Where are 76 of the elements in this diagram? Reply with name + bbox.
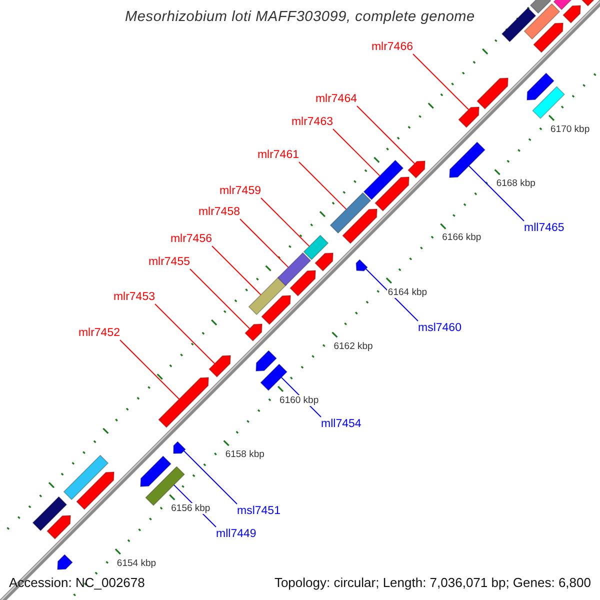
gene-block — [76, 472, 114, 510]
gene-box — [63, 454, 109, 500]
gene-box — [530, 0, 552, 14]
gene-box — [32, 496, 68, 532]
gene-name: mlr7461 — [257, 148, 299, 162]
gene-name: msl7451 — [237, 504, 280, 518]
gene-block — [374, 176, 410, 212]
gene-box — [260, 364, 288, 391]
gene-name: mlr7456 — [170, 232, 212, 246]
leader-line — [332, 128, 380, 176]
gene-name: mlr7463 — [291, 115, 333, 129]
gene-box — [248, 276, 288, 316]
leader-line — [412, 54, 470, 110]
leader-line — [120, 340, 180, 400]
gene-block — [256, 350, 277, 372]
gene-name: mlr7458 — [198, 205, 240, 219]
gene-box — [277, 252, 312, 286]
scale-label: 6158 kbp — [224, 449, 266, 460]
gene-block — [57, 554, 73, 570]
leader-line — [212, 246, 262, 296]
gene-box — [553, 0, 574, 10]
scale-label: 6154 kbp — [116, 558, 158, 569]
leader-line — [154, 304, 216, 364]
gene-block — [533, 22, 564, 53]
gene-block — [314, 252, 334, 272]
leader-line — [356, 106, 416, 164]
leader-line — [240, 218, 289, 268]
leader-line — [365, 268, 418, 322]
gene-block — [449, 142, 486, 178]
scale-label: 6156 kbp — [170, 503, 212, 514]
gene-block — [158, 377, 209, 428]
gene-block — [342, 208, 378, 244]
leader-line — [298, 162, 347, 210]
gene-name: mlr7455 — [148, 255, 190, 269]
gene-block — [408, 160, 426, 178]
gene-name: mll7454 — [321, 417, 362, 431]
gene-name: mlr7459 — [219, 184, 261, 198]
footer-text: Topology: circular; Length: 7,036,071 bp; Genes: 6,800 — [274, 574, 591, 590]
gene-block — [208, 355, 231, 378]
gene-name: mll7465 — [524, 221, 564, 235]
gene-box — [363, 160, 404, 200]
gene-box — [330, 192, 372, 234]
gene-block — [356, 259, 368, 272]
scale-label: 6168 kbp — [495, 178, 536, 190]
gene-block — [458, 106, 480, 128]
leader-line — [260, 198, 310, 247]
diagram-title: Mesorhizobium loti MAFF303099, complete genome — [125, 9, 475, 25]
gene-name: mlr7453 — [113, 290, 155, 304]
gene-block — [562, 5, 581, 24]
gene-block — [476, 78, 508, 110]
scale-label: 6164 kbp — [386, 286, 428, 298]
gene-block — [173, 441, 186, 454]
gene-box — [501, 7, 536, 42]
gene-box — [532, 86, 565, 119]
gene-block — [261, 295, 291, 325]
scale-label: 6170 kbp — [550, 124, 591, 135]
gene-name: mlr7466 — [371, 40, 413, 54]
gene-block — [140, 456, 172, 487]
gene-block — [244, 324, 262, 342]
gene-box — [524, 3, 560, 40]
scale-label: 6160 kbp — [278, 394, 320, 406]
gene-block — [46, 515, 71, 540]
gene-name: mlr7464 — [315, 92, 357, 106]
gene-box — [145, 466, 185, 506]
gene-name: mlr7452 — [78, 326, 120, 340]
footer-text: Accession: NC_002678 — [9, 574, 145, 590]
gene-box — [303, 234, 329, 260]
leader-line — [190, 268, 250, 330]
gene-block — [526, 72, 554, 100]
scale-label: 6162 kbp — [332, 340, 374, 352]
scale-label: 6166 kbp — [441, 232, 482, 244]
gene-block — [290, 270, 316, 296]
gene-name: msl7460 — [418, 321, 462, 335]
leader-line — [183, 450, 238, 504]
leader-line — [468, 165, 524, 222]
gene-name: mll7449 — [216, 527, 256, 541]
